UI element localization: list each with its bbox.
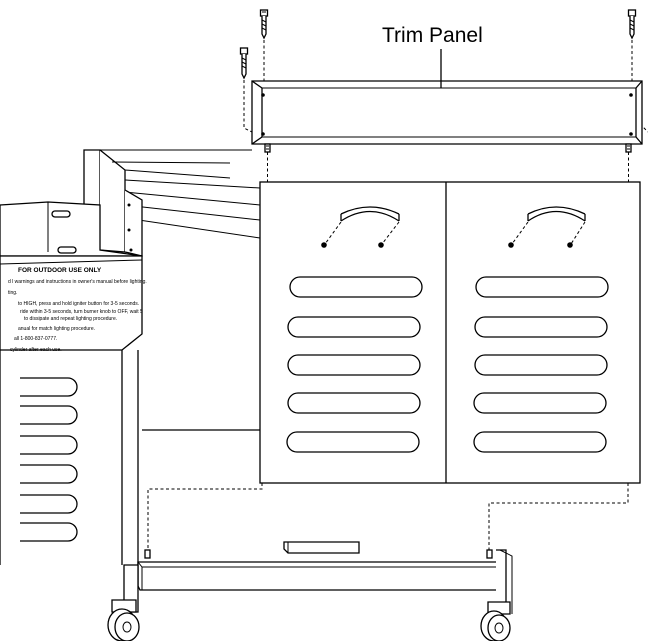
screw-top-left: [259, 9, 269, 40]
cabinet-door-panels: [259, 181, 641, 484]
screw-top-right: [627, 9, 637, 40]
screw-left-front: [239, 47, 249, 80]
trim-panel: [251, 80, 643, 145]
door-guide-line: [488, 483, 629, 550]
door-pin-hole: [486, 549, 493, 559]
door-guide-line: [147, 483, 263, 550]
warning-line: to HIGH, press and hold igniter button f…: [18, 301, 139, 307]
warning-line: cylinder after each use.: [10, 347, 62, 353]
warning-line: anual for match lighting procedure.: [18, 326, 95, 332]
trim-panel-callout: Trim Panel: [382, 24, 483, 47]
warning-line: ride within 3-5 seconds, turn burner kno…: [20, 309, 143, 315]
trim-panel-peg: [625, 143, 632, 153]
warning-line: d l warnings and instructions in owner's…: [8, 279, 147, 285]
warning-line: all 1-800-837-0777.: [14, 336, 57, 342]
caster-wheel-left: [107, 599, 140, 641]
warning-heading: FOR OUTDOOR USE ONLY: [18, 267, 102, 274]
grill-side-shelf: [0, 149, 261, 351]
caster-wheel-right: [480, 601, 511, 641]
cart-bottom-frame: [123, 541, 513, 614]
warning-line: to dissipate and repeat lighting procedu…: [24, 316, 117, 322]
trim-panel-peg: [264, 143, 271, 153]
cart-left-side: [0, 350, 260, 565]
door-pin-hole: [144, 549, 151, 559]
warning-line: ting.: [8, 290, 17, 296]
warning-label: FOR OUTDOOR USE ONLY d l warnings and in…: [8, 267, 147, 353]
